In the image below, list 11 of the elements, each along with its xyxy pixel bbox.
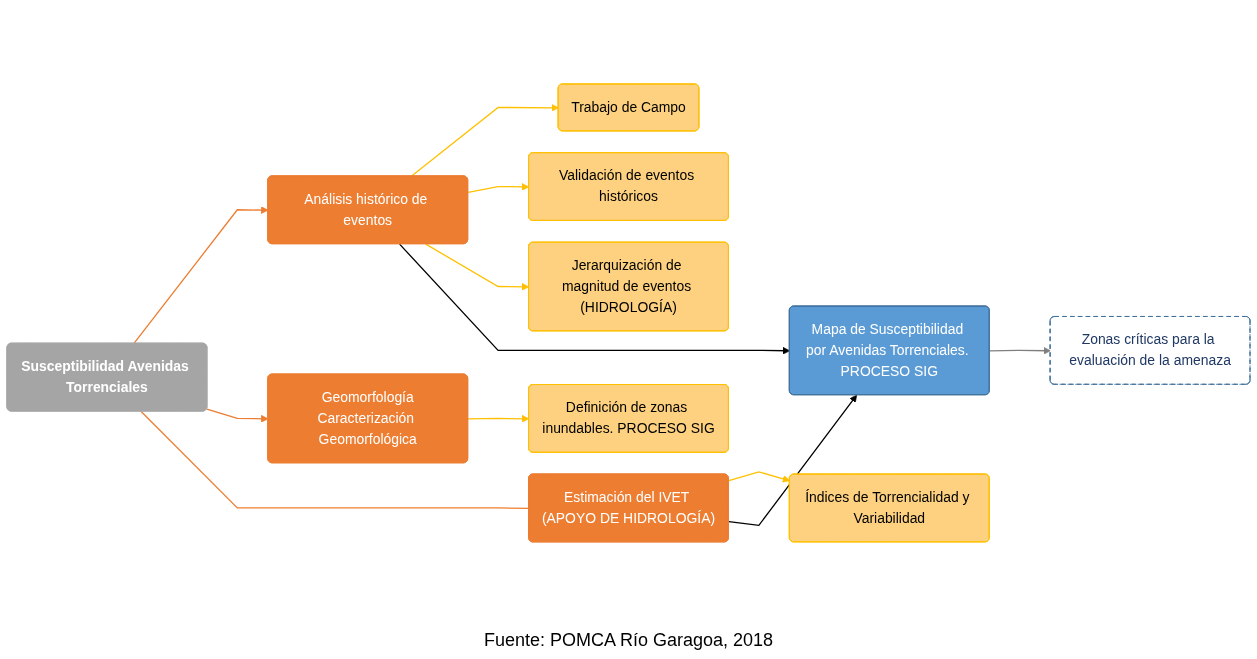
arrow (206, 408, 269, 423)
arrow (133, 206, 269, 345)
arrow (467, 183, 530, 194)
arrow (398, 243, 791, 355)
arrow (989, 347, 1051, 355)
source-caption: Fuente: POMCA Río Garagoa, 2018 (483, 629, 774, 652)
arrow (467, 415, 530, 423)
arrow (728, 394, 857, 527)
connector (140, 410, 530, 510)
arrow (728, 471, 791, 483)
arrow (425, 243, 530, 291)
